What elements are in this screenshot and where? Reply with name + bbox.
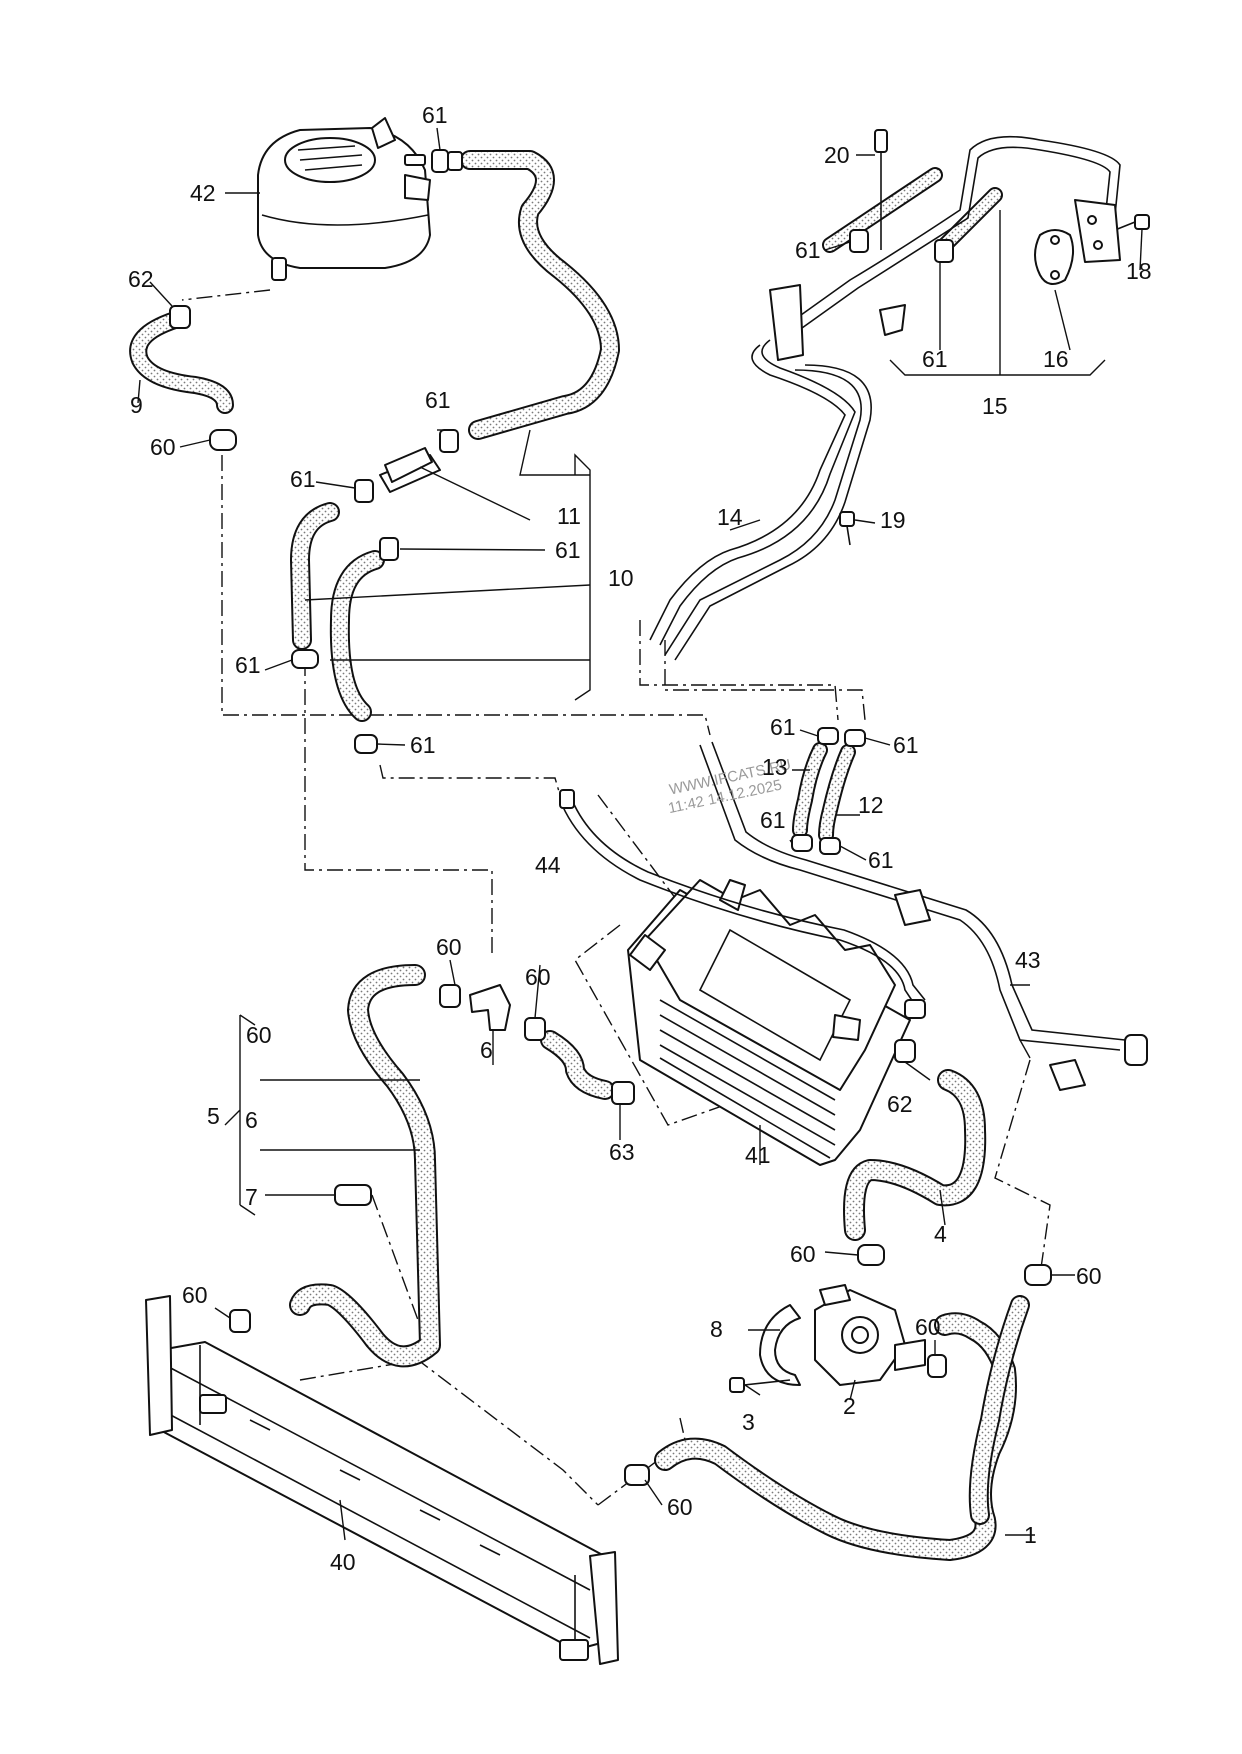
clamp-61 — [791, 834, 813, 852]
callout-20: 20 — [824, 142, 850, 168]
callout-62-b: 62 — [887, 1091, 913, 1117]
callout-44: 44 — [535, 852, 561, 878]
callout-4: 4 — [934, 1221, 947, 1247]
coolant-pipes — [379, 135, 1148, 1091]
coolant-pump-2 — [814, 1284, 926, 1386]
hose-clamps — [169, 129, 1150, 1486]
clamp-61 — [819, 837, 841, 855]
clamp-7 — [334, 1184, 372, 1206]
clamp-62 — [169, 305, 191, 329]
expansion-tank-42 — [257, 117, 431, 281]
clamp-61 — [934, 239, 954, 263]
clamp-61 — [431, 149, 463, 173]
callout-60-i: 60 — [667, 1494, 693, 1520]
callout-61-e: 61 — [235, 652, 261, 678]
flange-15 — [1074, 199, 1121, 263]
clamp-61 — [439, 429, 459, 453]
clamp-62 — [894, 1039, 916, 1063]
callout-61-i: 61 — [760, 807, 786, 833]
callout-11: 11 — [557, 503, 581, 529]
callout-60-f: 60 — [1076, 1263, 1102, 1289]
clamp-61 — [291, 649, 319, 669]
callout-43: 43 — [1015, 947, 1041, 973]
callout-40: 40 — [330, 1549, 356, 1575]
oil-cooler-41 — [627, 879, 911, 1166]
callout-61-a: 61 — [422, 102, 448, 128]
clamp-60 — [439, 984, 461, 1008]
callout-60-g: 60 — [915, 1314, 941, 1340]
callout-42: 42 — [190, 180, 216, 206]
clamp-60 — [524, 1017, 546, 1041]
bolt-20 — [874, 129, 888, 250]
callout-13: 13 — [762, 754, 788, 780]
callout-16: 16 — [1043, 346, 1069, 372]
callout-60-a: 60 — [150, 434, 176, 460]
bolt-3 — [729, 1377, 791, 1393]
callout-10: 10 — [608, 565, 634, 591]
group-braces — [224, 359, 1106, 1216]
callout-60-h: 60 — [182, 1282, 208, 1308]
gasket-16 — [1034, 229, 1075, 285]
callout-61-h: 61 — [893, 732, 919, 758]
bracket-14 — [769, 284, 906, 361]
clamp-61 — [817, 727, 839, 745]
clamp-61 — [354, 479, 374, 503]
callout-3: 3 — [742, 1409, 755, 1435]
callout-61-j: 61 — [868, 847, 894, 873]
callout-5: 5 — [207, 1103, 220, 1129]
coolant-hoses — [129, 150, 1030, 1561]
callout-61-d: 61 — [555, 537, 581, 563]
auxiliary-radiator-40 — [145, 1295, 619, 1665]
callout-14: 14 — [717, 504, 743, 530]
clamp-61 — [844, 729, 866, 747]
callout-61-l: 61 — [922, 346, 948, 372]
callout-9: 9 — [130, 392, 143, 418]
callout-63: 63 — [609, 1139, 635, 1165]
clamp-61 — [849, 229, 869, 253]
clamp-60 — [229, 1309, 251, 1333]
clamp-60 — [209, 429, 237, 451]
connector-6 — [469, 984, 511, 1031]
callout-61-g: 61 — [770, 714, 796, 740]
callout-6: 6 — [480, 1037, 493, 1063]
callout-18: 18 — [1126, 258, 1152, 284]
callout-41: 41 — [745, 1142, 771, 1168]
clamp-61 — [379, 537, 399, 561]
callout-1: 1 — [1024, 1522, 1037, 1548]
clamp-60 — [1024, 1264, 1052, 1286]
connector-11 — [384, 447, 433, 483]
callout-15: 15 — [982, 393, 1008, 419]
callout-62-a: 62 — [128, 266, 154, 292]
callout-60-e: 60 — [790, 1241, 816, 1267]
callout-19: 19 — [880, 507, 906, 533]
callout-12: 12 — [858, 792, 884, 818]
callout-61-c: 61 — [290, 466, 316, 492]
leader-lines — [137, 127, 1143, 1541]
callout-60-c: 60 — [525, 964, 551, 990]
callout-labels: 1 2 3 4 5 6 6 7 8 9 10 11 12 13 14 15 16… — [128, 102, 1152, 1575]
clamp-60 — [624, 1464, 650, 1486]
clamp-60 — [927, 1354, 947, 1378]
clamp-63 — [611, 1081, 635, 1105]
bracket-8 — [759, 1304, 801, 1386]
callout-61-f: 61 — [410, 732, 436, 758]
clamp-60 — [857, 1244, 885, 1266]
bolt-19 — [839, 511, 855, 546]
callout-7: 7 — [245, 1184, 258, 1210]
callout-60-d: 60 — [246, 1022, 272, 1048]
callout-8: 8 — [710, 1316, 723, 1342]
callout-6-bracket: 6 — [245, 1107, 258, 1133]
callout-61-b: 61 — [425, 387, 451, 413]
callout-61-k: 61 — [795, 237, 821, 263]
callout-60-b: 60 — [436, 934, 462, 960]
callout-2: 2 — [843, 1393, 856, 1419]
clamp-61 — [354, 734, 378, 754]
